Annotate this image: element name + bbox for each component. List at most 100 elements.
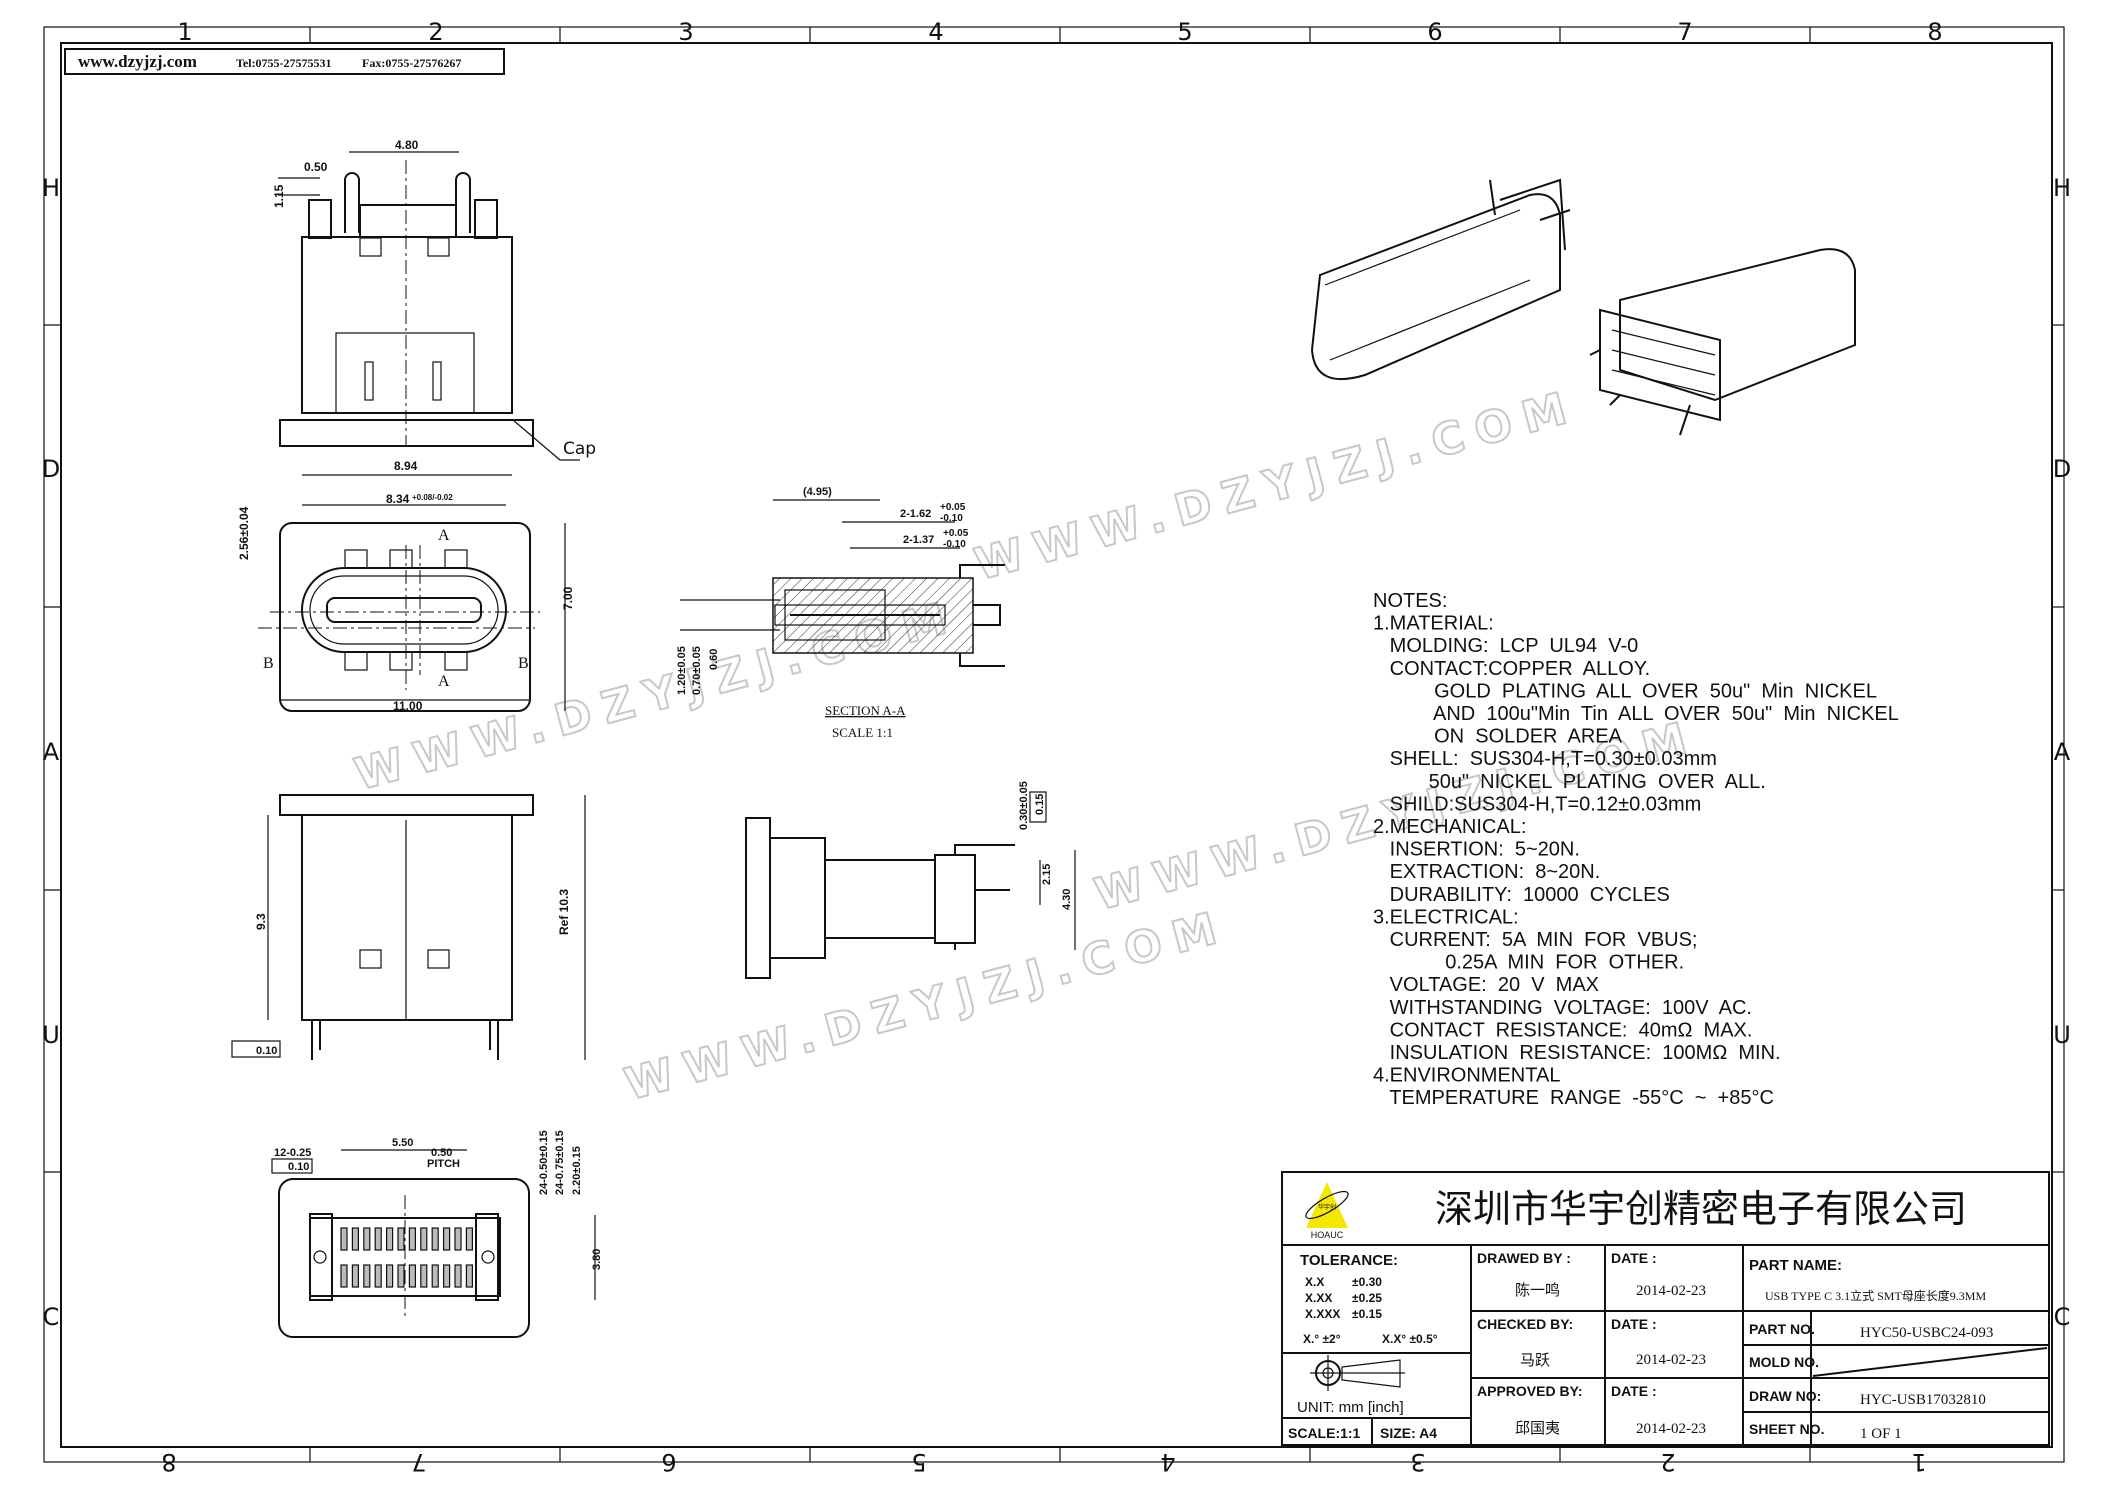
grid-row-label: A xyxy=(43,738,60,766)
solder-pad xyxy=(386,1227,394,1251)
size-label: SIZE: A4 xyxy=(1380,1425,1437,1441)
note-line: CONTACT:COPPER ALLOY. xyxy=(1373,658,1650,680)
front-view xyxy=(278,151,580,476)
dim-label: 0.50 xyxy=(304,160,328,174)
draw-no-label: DRAW NO: xyxy=(1749,1388,1821,1404)
solder-pad xyxy=(351,1264,359,1288)
dim-label: 9.3 xyxy=(254,913,268,930)
solder-pad xyxy=(363,1227,371,1251)
dim-label: (4.95) xyxy=(803,486,832,498)
dim-label: 1.15 xyxy=(272,184,286,208)
dim-tolerance: -0.10 xyxy=(940,513,963,524)
grid-col-label: 7 xyxy=(411,1448,426,1476)
dim-label: 24-0.75±0.15 xyxy=(554,1130,566,1195)
dim-label: 8.94 xyxy=(394,459,418,473)
note-line: AND 100u"Min Tin ALL OVER 50u" Min NICKE… xyxy=(1373,703,1899,725)
tolerance-key: X.X xyxy=(1305,1275,1324,1289)
grid-row-label: U xyxy=(42,1021,60,1049)
company-logo: 华宇创 HOAUC xyxy=(1305,1182,1349,1240)
svg-text:HOAUC: HOAUC xyxy=(1311,1230,1344,1240)
grid-row-label: H xyxy=(2053,174,2071,202)
solder-pad xyxy=(454,1264,462,1288)
date-label: DATE : xyxy=(1611,1250,1657,1266)
solder-pad xyxy=(465,1264,473,1288)
grid-col-label: 3 xyxy=(678,18,693,46)
grid-row-label: C xyxy=(2054,1303,2071,1331)
dim-label: 4.80 xyxy=(395,138,419,152)
solder-pad xyxy=(374,1227,382,1251)
part-name-label: PART NAME: xyxy=(1749,1257,1842,1274)
mold-no-label: MOLD NO. xyxy=(1749,1354,1819,1370)
tolerance-value: ±0.15 xyxy=(1352,1307,1382,1321)
grid-ticks xyxy=(44,27,2064,1462)
dim-label: 0.30±0.05 xyxy=(1018,781,1030,830)
grid-row-label: U xyxy=(2053,1021,2071,1049)
note-line: SHILD:SUS304-H,T=0.12±0.03mm xyxy=(1373,793,1701,815)
solder-pad xyxy=(340,1264,348,1288)
dim-tolerance: +0.05 xyxy=(940,502,966,513)
section-marker-b: B xyxy=(263,655,274,672)
tolerance-value: ±0.30 xyxy=(1352,1275,1382,1289)
side-view xyxy=(745,791,1076,979)
approved-by-label: APPROVED BY: xyxy=(1477,1383,1583,1399)
checked-by-label: CHECKED BY: xyxy=(1477,1316,1573,1332)
note-line: CONTACT RESISTANCE: 40mΩ MAX. xyxy=(1373,1019,1752,1041)
part-name-value: USB TYPE C 3.1立式 SMT母座长度9.3MM xyxy=(1765,1288,1986,1303)
note-line: INSERTION: 5~20N. xyxy=(1373,839,1580,861)
grid-col-label: 4 xyxy=(928,18,943,46)
solder-pad xyxy=(340,1227,348,1251)
unit-label: UNIT: mm [inch] xyxy=(1297,1399,1404,1416)
dim-label: 2.15 xyxy=(1041,864,1053,885)
note-line: EXTRACTION: 8~20N. xyxy=(1373,861,1600,883)
dim-label: 0.60 xyxy=(708,649,720,670)
dim-label: 7.00 xyxy=(561,586,575,610)
dim-label: 2-1.62 xyxy=(900,508,931,520)
solder-pad xyxy=(408,1264,416,1288)
outer-frame xyxy=(43,26,2065,1463)
grid-col-label: 6 xyxy=(1427,18,1442,46)
solder-pad xyxy=(443,1227,451,1251)
note-line: ON SOLDER AREA xyxy=(1373,726,1623,748)
bottom-view xyxy=(258,504,566,712)
dim-tolerance: +0.08/-0.02 xyxy=(412,493,453,502)
dim-label: Ref 10.3 xyxy=(557,889,571,935)
company-name: 深圳市华宇创精密电子有限公司 xyxy=(1435,1189,1967,1231)
grid-row-label: D xyxy=(42,455,60,483)
solder-pad xyxy=(397,1227,405,1251)
header-box xyxy=(64,48,505,75)
dim-label: 8.34 xyxy=(386,492,410,506)
grid-row-label: H xyxy=(42,174,60,202)
dim-label: 12-0.25 xyxy=(274,1147,311,1159)
dim-label: 1.20±0.05 xyxy=(676,646,688,695)
drawn-by-name: 陈一鸣 xyxy=(1515,1281,1560,1299)
solder-pad xyxy=(431,1227,439,1251)
website-link[interactable]: www.dzyjzj.com xyxy=(78,52,197,71)
long-view xyxy=(231,794,586,1060)
notes-block: NOTES:1.MATERIAL: MOLDING: LCP UL94 V-0 … xyxy=(1373,590,1899,1109)
scale-label: SCALE:1:1 xyxy=(1288,1425,1361,1441)
grid-col-label: 2 xyxy=(1660,1448,1675,1476)
grid-col-label: 5 xyxy=(911,1448,926,1476)
dim-label: 2.56±0.04 xyxy=(237,506,251,560)
note-line: 50u" NICKEL PLATING OVER ALL. xyxy=(1373,771,1766,793)
solder-pad xyxy=(363,1264,371,1288)
grid-col-label: 8 xyxy=(1927,18,1942,46)
part-no-value: HYC50-USBC24-093 xyxy=(1860,1325,1993,1341)
sheet-no-value: 1 OF 1 xyxy=(1860,1426,1902,1442)
note-line: 3.ELECTRICAL: xyxy=(1373,906,1519,928)
solder-pad xyxy=(431,1264,439,1288)
dim-label: 3.80 xyxy=(591,1249,603,1270)
solder-pad xyxy=(465,1227,473,1251)
tolerance-key: X.XX xyxy=(1305,1291,1332,1305)
dim-label: 5.50 xyxy=(392,1137,413,1149)
note-line: CURRENT: 5A MIN FOR VBUS; xyxy=(1373,929,1698,951)
dim-label: 4.30 xyxy=(1061,889,1073,910)
position-tolerance: 0.10 xyxy=(288,1161,309,1173)
dim-label: PITCH xyxy=(427,1158,460,1170)
part-no-label: PART NO. xyxy=(1749,1321,1815,1337)
solder-pad xyxy=(454,1227,462,1251)
section-marker-a: A xyxy=(438,673,450,690)
date-label: DATE : xyxy=(1611,1383,1657,1399)
approved-by-name: 邱国夷 xyxy=(1515,1420,1560,1437)
